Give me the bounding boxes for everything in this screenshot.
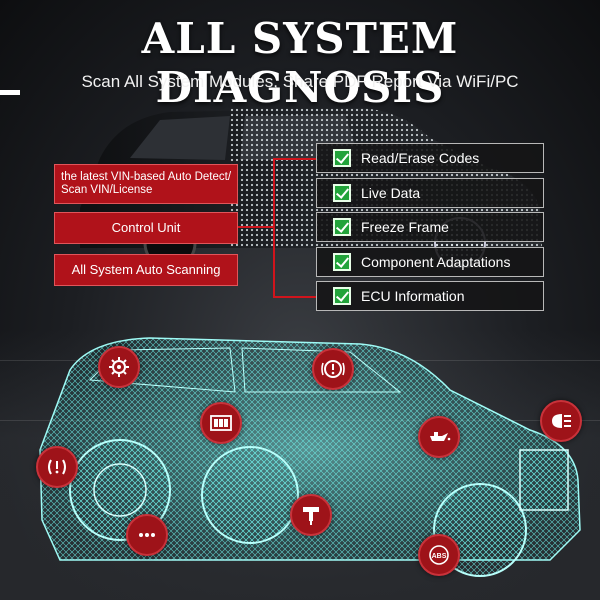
tpms-icon <box>36 446 78 488</box>
vin-detect-box: the latest VIN-based Auto Detect/ Scan V… <box>54 164 238 204</box>
auto-scanning-box: All System Auto Scanning <box>54 254 238 286</box>
injector-icon <box>290 494 332 536</box>
feature-ecu-information: ECU Information <box>316 281 544 311</box>
left-accent-dash <box>0 90 20 95</box>
connector-line <box>273 296 317 298</box>
check-icon <box>333 184 351 202</box>
check-icon <box>333 149 351 167</box>
check-icon <box>333 218 351 236</box>
check-icon <box>333 253 351 271</box>
check-icon <box>333 287 351 305</box>
wireframe-car-illustration <box>39 337 581 577</box>
feature-label: Read/Erase Codes <box>361 150 480 166</box>
control-unit-box: Control Unit <box>54 212 238 244</box>
feature-live-data: Live Data <box>316 178 544 208</box>
feature-label: Component Adaptations <box>361 254 511 270</box>
headlight-icon <box>540 400 582 442</box>
page-title: ALL SYSTEM DIAGNOSIS <box>141 14 459 112</box>
page-subtitle: Scan All System Modules, Share PDF Repor… <box>81 72 519 91</box>
feature-label: ECU Information <box>361 288 465 304</box>
feature-label: Live Data <box>361 185 421 201</box>
abs-icon: ABS <box>418 534 460 576</box>
engine-icon <box>98 346 140 388</box>
connector-line <box>238 226 274 228</box>
feature-freeze-frame: Freeze Frame <box>316 212 544 242</box>
connector-line <box>273 158 317 160</box>
more-icon <box>126 514 168 556</box>
brake-warning-icon <box>312 348 354 390</box>
oil-icon <box>418 416 460 458</box>
connector-line <box>273 158 275 298</box>
feature-label: Freeze Frame <box>361 219 449 235</box>
abs-icon-text: ABS <box>432 553 447 560</box>
feature-read-erase-codes: Read/Erase Codes <box>316 143 544 173</box>
feature-component-adaptations: Component Adaptations <box>316 247 544 277</box>
fuse-box-icon <box>200 402 242 444</box>
